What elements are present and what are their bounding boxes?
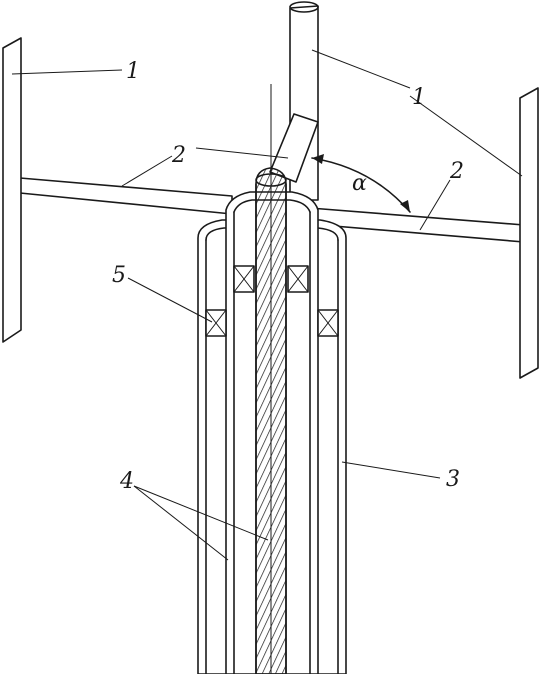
arm-inclined bbox=[269, 113, 319, 183]
label-bearing: 5 bbox=[112, 263, 126, 288]
bearing-inner bbox=[233, 265, 309, 293]
label-angle: α bbox=[352, 171, 367, 196]
label-blade-right: 1 bbox=[412, 85, 426, 110]
label-outer-tube: 3 bbox=[446, 467, 460, 492]
label-inner-tubes: 4 bbox=[119, 469, 134, 494]
label-blade-left: 1 bbox=[126, 59, 140, 84]
label-arm-right: 2 bbox=[449, 159, 464, 184]
label-arm-left: 2 bbox=[171, 143, 186, 168]
bearing-outer bbox=[205, 309, 339, 337]
leader-lines bbox=[11, 49, 523, 561]
angle-arc bbox=[311, 154, 411, 213]
blade-right bbox=[519, 87, 539, 379]
blade-left bbox=[2, 37, 22, 343]
